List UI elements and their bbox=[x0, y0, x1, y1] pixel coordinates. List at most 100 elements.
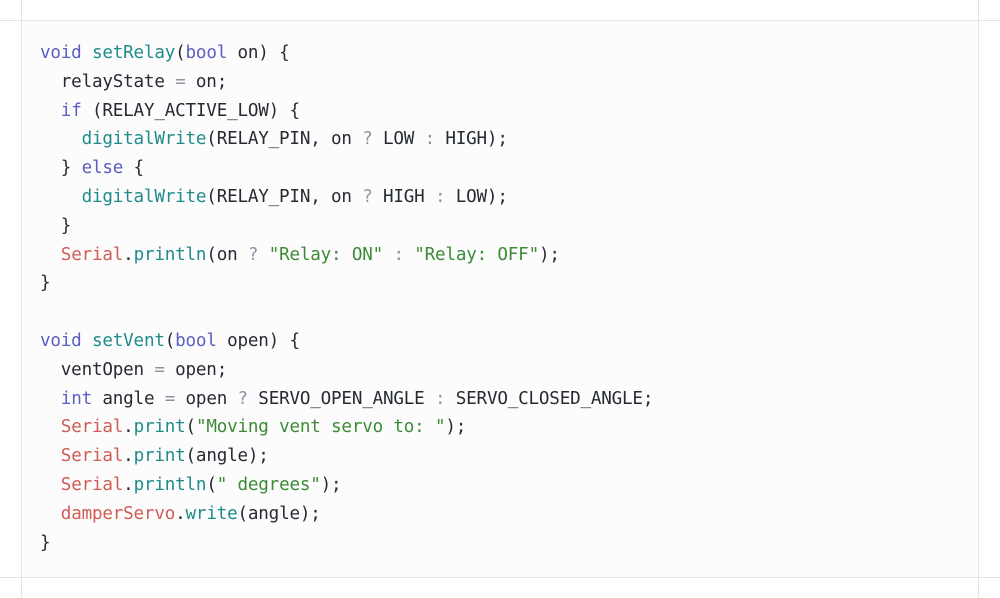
code-line bbox=[40, 298, 653, 327]
code-token bbox=[404, 245, 414, 265]
code-line: digitalWrite(RELAY_PIN, on ? HIGH : LOW)… bbox=[40, 183, 653, 212]
code-token: open) { bbox=[216, 330, 300, 351]
operator-token: = bbox=[175, 71, 186, 92]
operator-token: ? bbox=[362, 129, 373, 150]
code-token bbox=[40, 187, 82, 207]
code-line: int angle = open ? SERVO_OPEN_ANGLE : SE… bbox=[40, 385, 654, 414]
code-line: if (RELAY_ACTIVE_LOW) { bbox=[40, 97, 653, 126]
code-token: open bbox=[175, 388, 238, 409]
code-line: void setVent(bool open) { bbox=[40, 327, 653, 356]
operator-token: : bbox=[424, 129, 436, 150]
code-token: (RELAY_PIN, on bbox=[206, 129, 363, 150]
code-token bbox=[82, 331, 92, 351]
operator-token: ? bbox=[247, 244, 259, 265]
function-token: println bbox=[133, 474, 207, 495]
code-token: (RELAY_ACTIVE_LOW) { bbox=[81, 100, 300, 121]
right-divider bbox=[978, 0, 979, 598]
object-token: Serial bbox=[60, 244, 124, 265]
function-token: println bbox=[133, 244, 207, 265]
code-token: ( bbox=[206, 474, 217, 495]
code-token: ); bbox=[445, 417, 467, 438]
function-token: digitalWrite bbox=[81, 129, 207, 150]
object-token: Serial bbox=[60, 417, 124, 438]
code-token: } bbox=[40, 158, 82, 179]
keyword-token: void bbox=[40, 330, 82, 351]
function-token: print bbox=[133, 417, 186, 438]
code-token: . bbox=[123, 474, 134, 495]
code-token: . bbox=[123, 417, 134, 438]
code-token bbox=[82, 43, 92, 63]
code-line: ventOpen = open; bbox=[40, 356, 653, 385]
code-line: Serial.print(angle); bbox=[40, 442, 653, 471]
keyword-token: void bbox=[40, 43, 82, 63]
code-line: } bbox=[40, 269, 653, 298]
code-token bbox=[40, 504, 61, 524]
string-token: "Moving vent servo to: " bbox=[195, 417, 446, 438]
code-token: HIGH); bbox=[434, 129, 508, 150]
code-token: (on bbox=[206, 244, 248, 265]
code-line: } else { bbox=[40, 154, 653, 183]
bottom-divider bbox=[0, 577, 1000, 578]
string-token: "Relay: OFF" bbox=[414, 244, 539, 265]
code-token: ( bbox=[164, 330, 176, 351]
keyword-token: else bbox=[81, 158, 124, 179]
string-token: " degrees" bbox=[216, 474, 321, 495]
function-token: print bbox=[133, 446, 186, 467]
keyword-token: int bbox=[60, 388, 92, 409]
code-token: LOW); bbox=[445, 186, 508, 207]
code-token: (angle); bbox=[185, 446, 269, 467]
code-token: . bbox=[123, 446, 134, 467]
code-token: } bbox=[40, 215, 72, 236]
code-token: (angle); bbox=[237, 503, 321, 524]
code-token: . bbox=[175, 503, 186, 524]
keyword-token: bool bbox=[185, 43, 228, 63]
code-line: } bbox=[40, 529, 653, 558]
code-token: HIGH bbox=[372, 186, 435, 207]
code-line: } bbox=[40, 212, 653, 241]
operator-token: : bbox=[393, 244, 404, 265]
code-token: relayState bbox=[40, 71, 176, 92]
object-token: Serial bbox=[60, 474, 124, 495]
code-token: ); bbox=[320, 474, 342, 495]
operator-token: : bbox=[434, 186, 446, 207]
code-line: Serial.println(" degrees"); bbox=[40, 471, 653, 500]
code-token bbox=[40, 129, 82, 149]
code-token: angle bbox=[91, 388, 165, 409]
function-token: setRelay bbox=[91, 43, 176, 63]
code-lines[interactable]: void setRelay(bool on) { relayState = on… bbox=[40, 39, 653, 557]
code-token bbox=[383, 245, 393, 265]
code-token: . bbox=[123, 244, 134, 265]
object-token: Serial bbox=[60, 446, 124, 467]
code-token bbox=[40, 446, 61, 466]
code-token bbox=[40, 417, 61, 437]
object-token: damperServo bbox=[60, 503, 176, 524]
code-token bbox=[40, 245, 61, 265]
code-token: } bbox=[40, 532, 51, 553]
left-divider bbox=[21, 0, 22, 598]
code-line: Serial.print("Moving vent servo to: "); bbox=[40, 413, 653, 442]
code-token: LOW bbox=[372, 129, 425, 150]
code-token: on; bbox=[185, 71, 228, 92]
keyword-token: if bbox=[60, 100, 82, 121]
code-line: Serial.println(on ? "Relay: ON" : "Relay… bbox=[40, 241, 653, 270]
code-token: ( bbox=[185, 417, 197, 438]
code-line: digitalWrite(RELAY_PIN, on ? LOW : HIGH)… bbox=[40, 125, 653, 154]
code-line: damperServo.write(angle); bbox=[40, 500, 653, 529]
function-token: setVent bbox=[91, 330, 165, 351]
operator-token: ? bbox=[362, 186, 373, 207]
code-token bbox=[40, 389, 61, 409]
operator-token: = bbox=[164, 388, 176, 409]
operator-token: : bbox=[434, 388, 446, 409]
code-token: ); bbox=[538, 244, 560, 265]
code-token: SERVO_OPEN_ANGLE bbox=[247, 388, 435, 409]
code-token: open; bbox=[164, 359, 228, 380]
string-token: "Relay: ON" bbox=[268, 244, 384, 265]
code-token bbox=[40, 101, 61, 121]
code-block[interactable]: void setRelay(bool on) { relayState = on… bbox=[22, 21, 978, 577]
top-divider bbox=[0, 20, 1000, 21]
code-token: { bbox=[123, 158, 145, 179]
code-line: relayState = on; bbox=[40, 68, 653, 97]
code-token: ventOpen bbox=[40, 359, 155, 380]
code-token: SERVO_CLOSED_ANGLE; bbox=[445, 388, 654, 409]
code-token bbox=[258, 245, 268, 265]
